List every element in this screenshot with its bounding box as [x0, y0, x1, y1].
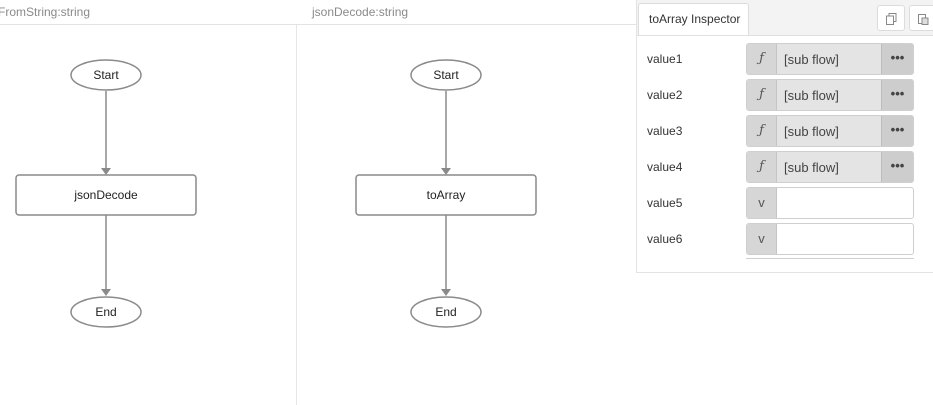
- inspector-panel: toArray Inspector value1 ƒ [sub flow] ••…: [636, 0, 933, 273]
- flow-diagram-left: Start jsonDecode End: [15, 59, 197, 328]
- arrow-head-icon: [101, 168, 111, 175]
- value-type-icon[interactable]: v: [747, 188, 777, 218]
- title-divider: [0, 24, 636, 25]
- function-icon[interactable]: ƒ: [747, 80, 777, 110]
- row-label: value3: [647, 124, 683, 138]
- row-label: value4: [647, 160, 683, 174]
- function-icon[interactable]: ƒ: [747, 116, 777, 146]
- field-value: [sub flow]: [784, 88, 839, 103]
- value-field[interactable]: ƒ [sub flow] •••: [746, 79, 914, 111]
- inspector-header: toArray Inspector: [637, 0, 933, 36]
- arrow-head-icon: [441, 289, 451, 296]
- more-options-button[interactable]: •••: [881, 44, 913, 74]
- function-icon[interactable]: ƒ: [747, 44, 777, 74]
- field-value: [sub flow]: [784, 124, 839, 139]
- value-input[interactable]: v: [746, 187, 914, 219]
- value-field[interactable]: ƒ [sub flow] •••: [746, 43, 914, 75]
- process-node[interactable]: jsonDecode: [15, 174, 197, 216]
- more-options-button[interactable]: •••: [881, 152, 913, 182]
- node-label: End: [435, 305, 456, 319]
- function-icon[interactable]: ƒ: [747, 152, 777, 182]
- panel-divider: [296, 25, 297, 405]
- inspector-row-value5: value5 v: [637, 187, 933, 219]
- flow-panel-left: FromString:string Start jsonDecode End: [0, 0, 296, 405]
- tab-inspector[interactable]: toArray Inspector: [638, 3, 749, 35]
- row-label: value2: [647, 88, 683, 102]
- arrow-head-icon: [101, 289, 111, 296]
- start-node[interactable]: Start: [410, 59, 482, 91]
- flow-diagram-middle: Start toArray End: [355, 59, 537, 328]
- field-value: [sub flow]: [784, 160, 839, 175]
- inspector-row-value2: value2 ƒ [sub flow] •••: [637, 79, 933, 111]
- next-row-edge: [746, 258, 914, 269]
- copy-button[interactable]: [877, 5, 905, 31]
- start-node[interactable]: Start: [70, 59, 142, 91]
- more-options-button[interactable]: •••: [881, 80, 913, 110]
- node-label: toArray: [427, 188, 466, 202]
- panel-title: FromString:string: [0, 5, 91, 19]
- inspector-row-value1: value1 ƒ [sub flow] •••: [637, 43, 933, 75]
- end-node[interactable]: End: [70, 296, 142, 328]
- row-label: value1: [647, 52, 683, 66]
- node-label: Start: [93, 68, 119, 82]
- row-label: value6: [647, 232, 683, 246]
- inspector-row-value4: value4 ƒ [sub flow] •••: [637, 151, 933, 183]
- arrow-head-icon: [441, 168, 451, 175]
- paste-button[interactable]: [909, 5, 933, 31]
- field-value: [sub flow]: [784, 52, 839, 67]
- inspector-row-value6: value6 v: [637, 223, 933, 255]
- more-options-button[interactable]: •••: [881, 116, 913, 146]
- end-node[interactable]: End: [410, 296, 482, 328]
- value-input[interactable]: v: [746, 223, 914, 255]
- paste-icon: [918, 14, 929, 25]
- node-label: Start: [433, 68, 459, 82]
- panel-title: jsonDecode:string: [312, 5, 409, 19]
- process-node[interactable]: toArray: [355, 174, 537, 216]
- copy-icon: [886, 13, 897, 25]
- row-label: value5: [647, 196, 683, 210]
- inspector-row-value3: value3 ƒ [sub flow] •••: [637, 115, 933, 147]
- node-label: End: [95, 305, 116, 319]
- value-field[interactable]: ƒ [sub flow] •••: [746, 115, 914, 147]
- value-field[interactable]: ƒ [sub flow] •••: [746, 151, 914, 183]
- node-label: jsonDecode: [73, 188, 138, 202]
- value-type-icon[interactable]: v: [747, 224, 777, 254]
- flow-panel-middle: jsonDecode:string Start toArray End: [297, 0, 636, 405]
